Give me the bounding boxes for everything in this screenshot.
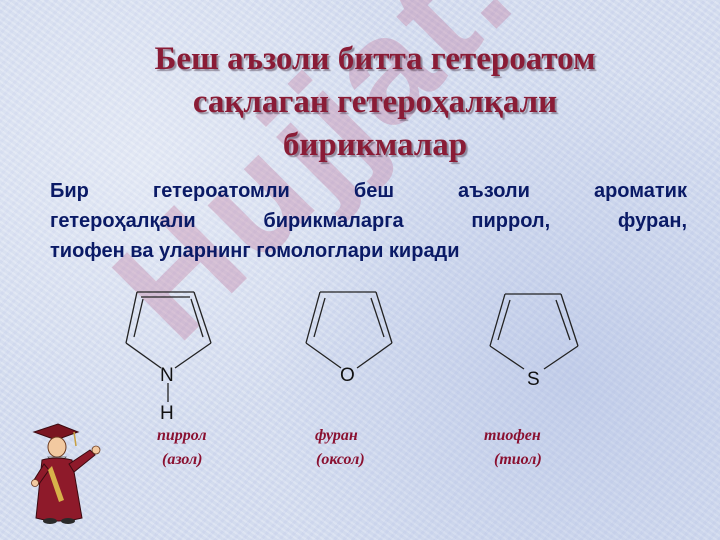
body-line-1: Бир гетероатомли беш аъзоли ароматик	[50, 180, 687, 202]
thiophene-structure	[489, 293, 579, 370]
furan-alt-name: (оксол)	[316, 451, 365, 468]
pyrrole-hydrogen: H	[160, 403, 174, 424]
thiophene-heteroatom: S	[527, 369, 540, 390]
title-line-1: Беш аъзоли битта гетероатом	[154, 41, 596, 77]
pyrrole-heteroatom: N	[160, 365, 174, 386]
title-line-2: сақлаган гетероҳалқали	[192, 84, 558, 120]
furan-name: фуран	[315, 427, 358, 444]
slide-body: Бир гетероатомли беш аъзоли ароматик гет…	[50, 176, 687, 266]
slide-title: Беш аъзоли битта гетероатом сақлаган гет…	[80, 38, 670, 167]
graduate-figure-icon	[31, 423, 101, 524]
pyrrole-name: пиррол	[157, 427, 207, 444]
furan-structure	[305, 291, 393, 369]
thiophene-name: тиофен	[484, 427, 541, 444]
thiophene-alt-name: (тиол)	[494, 451, 542, 468]
body-line-2: гетероҳалқали бирикмаларга пиррол, фуран…	[50, 210, 687, 232]
title-line-3: бирикмалар	[282, 127, 468, 163]
pyrrole-structure	[125, 291, 212, 402]
pyrrole-alt-name: (азол)	[162, 451, 203, 468]
body-line-3: тиофен ва уларнинг гомологлари киради	[50, 240, 460, 262]
furan-heteroatom: O	[340, 365, 355, 386]
